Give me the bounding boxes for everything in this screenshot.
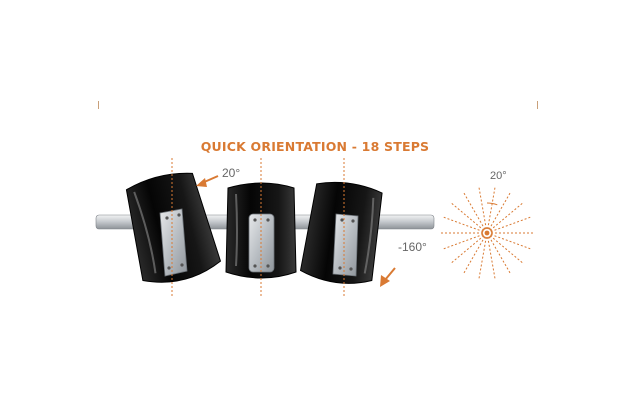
speaker-highlight	[235, 193, 238, 267]
rose-ray	[478, 185, 488, 234]
right-angle-label: -160°	[398, 240, 427, 254]
bracket-plate-3	[332, 213, 359, 277]
rose-ray	[449, 201, 488, 234]
rose-ray	[462, 232, 488, 275]
rose-ray	[486, 201, 525, 234]
rose-center-dot	[484, 230, 490, 236]
rose-ray	[486, 232, 533, 250]
rose-ray	[449, 232, 488, 265]
diagram-title: QUICK ORIENTATION - 18 STEPS	[200, 139, 430, 154]
orientation-rose	[439, 185, 535, 281]
rose-ray	[478, 232, 488, 281]
rose-center-ring	[481, 227, 493, 239]
step-angle-arc	[486, 202, 498, 206]
arrow-tilt-left	[196, 175, 219, 187]
rose-ray	[486, 232, 525, 265]
rose-ray	[486, 232, 512, 275]
bracket-plate-1	[159, 208, 188, 277]
step-angle-label: 20°	[490, 170, 507, 182]
rose-ray	[486, 216, 533, 234]
left-angle-label: 20°	[222, 166, 241, 180]
rose-ray	[441, 232, 488, 250]
rose-ray	[486, 185, 496, 234]
speaker-highlight	[133, 191, 157, 274]
rose-ray	[441, 216, 488, 234]
corner-mark-left	[98, 101, 99, 109]
corner-mark-right	[537, 101, 538, 109]
speaker-highlight	[363, 197, 375, 274]
rose-ray	[486, 191, 512, 234]
arrow-rotate-down	[380, 267, 396, 287]
rose-ray	[486, 232, 496, 281]
rose-ray	[462, 191, 488, 234]
